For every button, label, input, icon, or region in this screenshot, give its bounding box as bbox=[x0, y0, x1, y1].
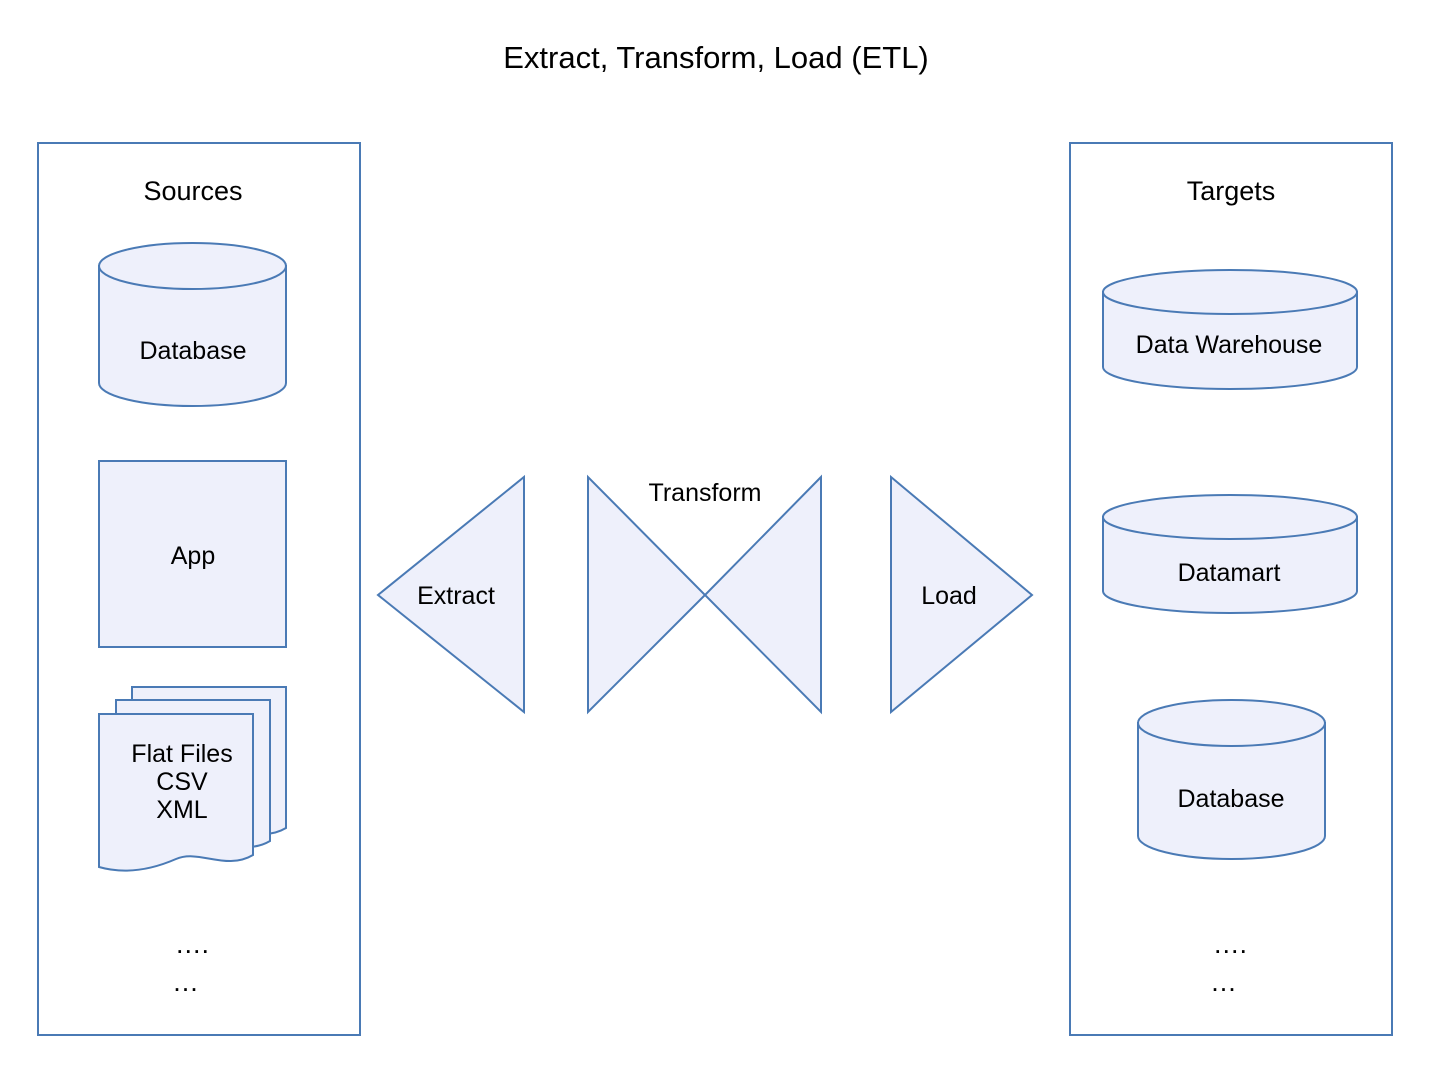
sources-flatfiles-stack[interactable] bbox=[98, 686, 287, 872]
targets-database-cylinder[interactable] bbox=[1137, 699, 1326, 860]
extract-triangle[interactable] bbox=[376, 474, 525, 715]
targets-data-warehouse-cylinder[interactable] bbox=[1102, 269, 1358, 390]
transform-bowtie[interactable] bbox=[587, 474, 822, 715]
load-triangle[interactable] bbox=[890, 474, 1034, 715]
sources-database-cylinder[interactable] bbox=[98, 242, 287, 407]
targets-datamart-cylinder[interactable] bbox=[1102, 494, 1358, 614]
sources-app-rect[interactable] bbox=[98, 460, 287, 648]
